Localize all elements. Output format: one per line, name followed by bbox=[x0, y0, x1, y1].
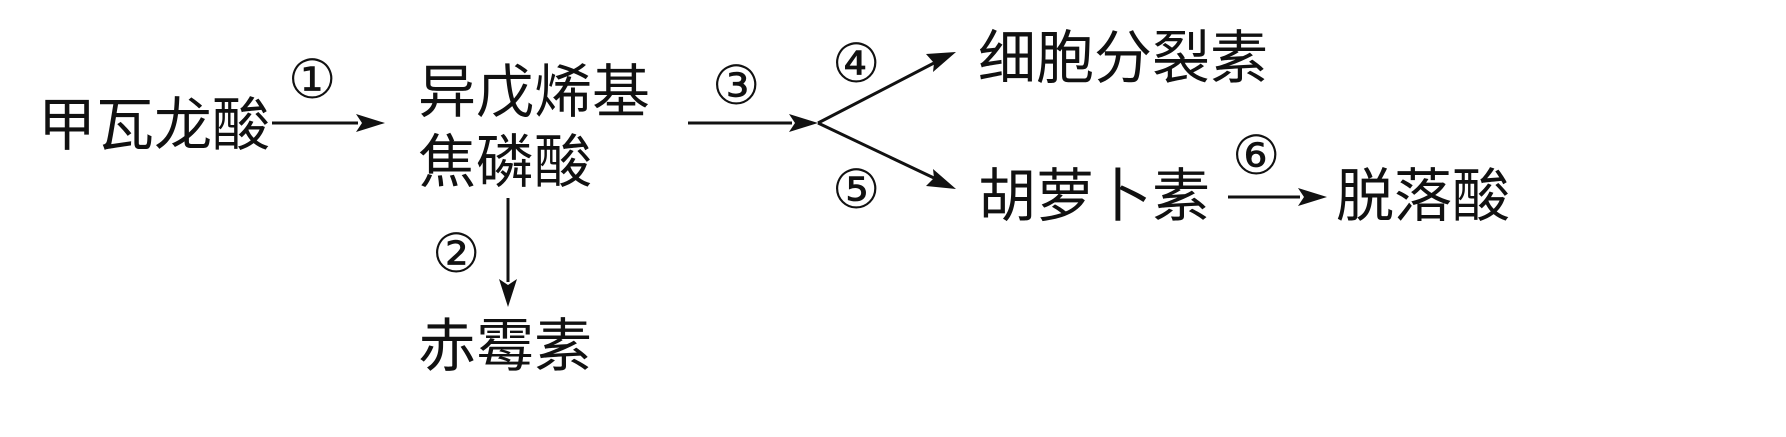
node-abscisic-acid: 脱落酸 bbox=[1336, 162, 1510, 230]
node-ipp-line2: 焦磷酸 bbox=[418, 128, 592, 196]
step-label-2: ② bbox=[432, 222, 480, 285]
step-label-3: ③ bbox=[712, 54, 760, 117]
step-label-1: ① bbox=[288, 48, 336, 111]
step-label-6: ⑥ bbox=[1232, 124, 1280, 187]
node-gibberellin: 赤霉素 bbox=[418, 312, 592, 380]
step-label-4: ④ bbox=[832, 32, 880, 95]
arrow-2 bbox=[499, 198, 517, 307]
arrow-3 bbox=[688, 114, 818, 132]
arrow-6 bbox=[1228, 188, 1327, 206]
step-label-5: ⑤ bbox=[832, 158, 880, 221]
arrow-5 bbox=[817, 121, 956, 189]
node-mevalonic-acid: 甲瓦龙酸 bbox=[38, 91, 270, 159]
arrow-4 bbox=[817, 52, 956, 125]
arrow-1 bbox=[272, 114, 385, 132]
node-cytokinin: 细胞分裂素 bbox=[978, 24, 1268, 92]
node-carotene: 胡萝卜素 bbox=[978, 162, 1210, 230]
node-ipp-line1: 异戊烯基 bbox=[418, 58, 650, 126]
